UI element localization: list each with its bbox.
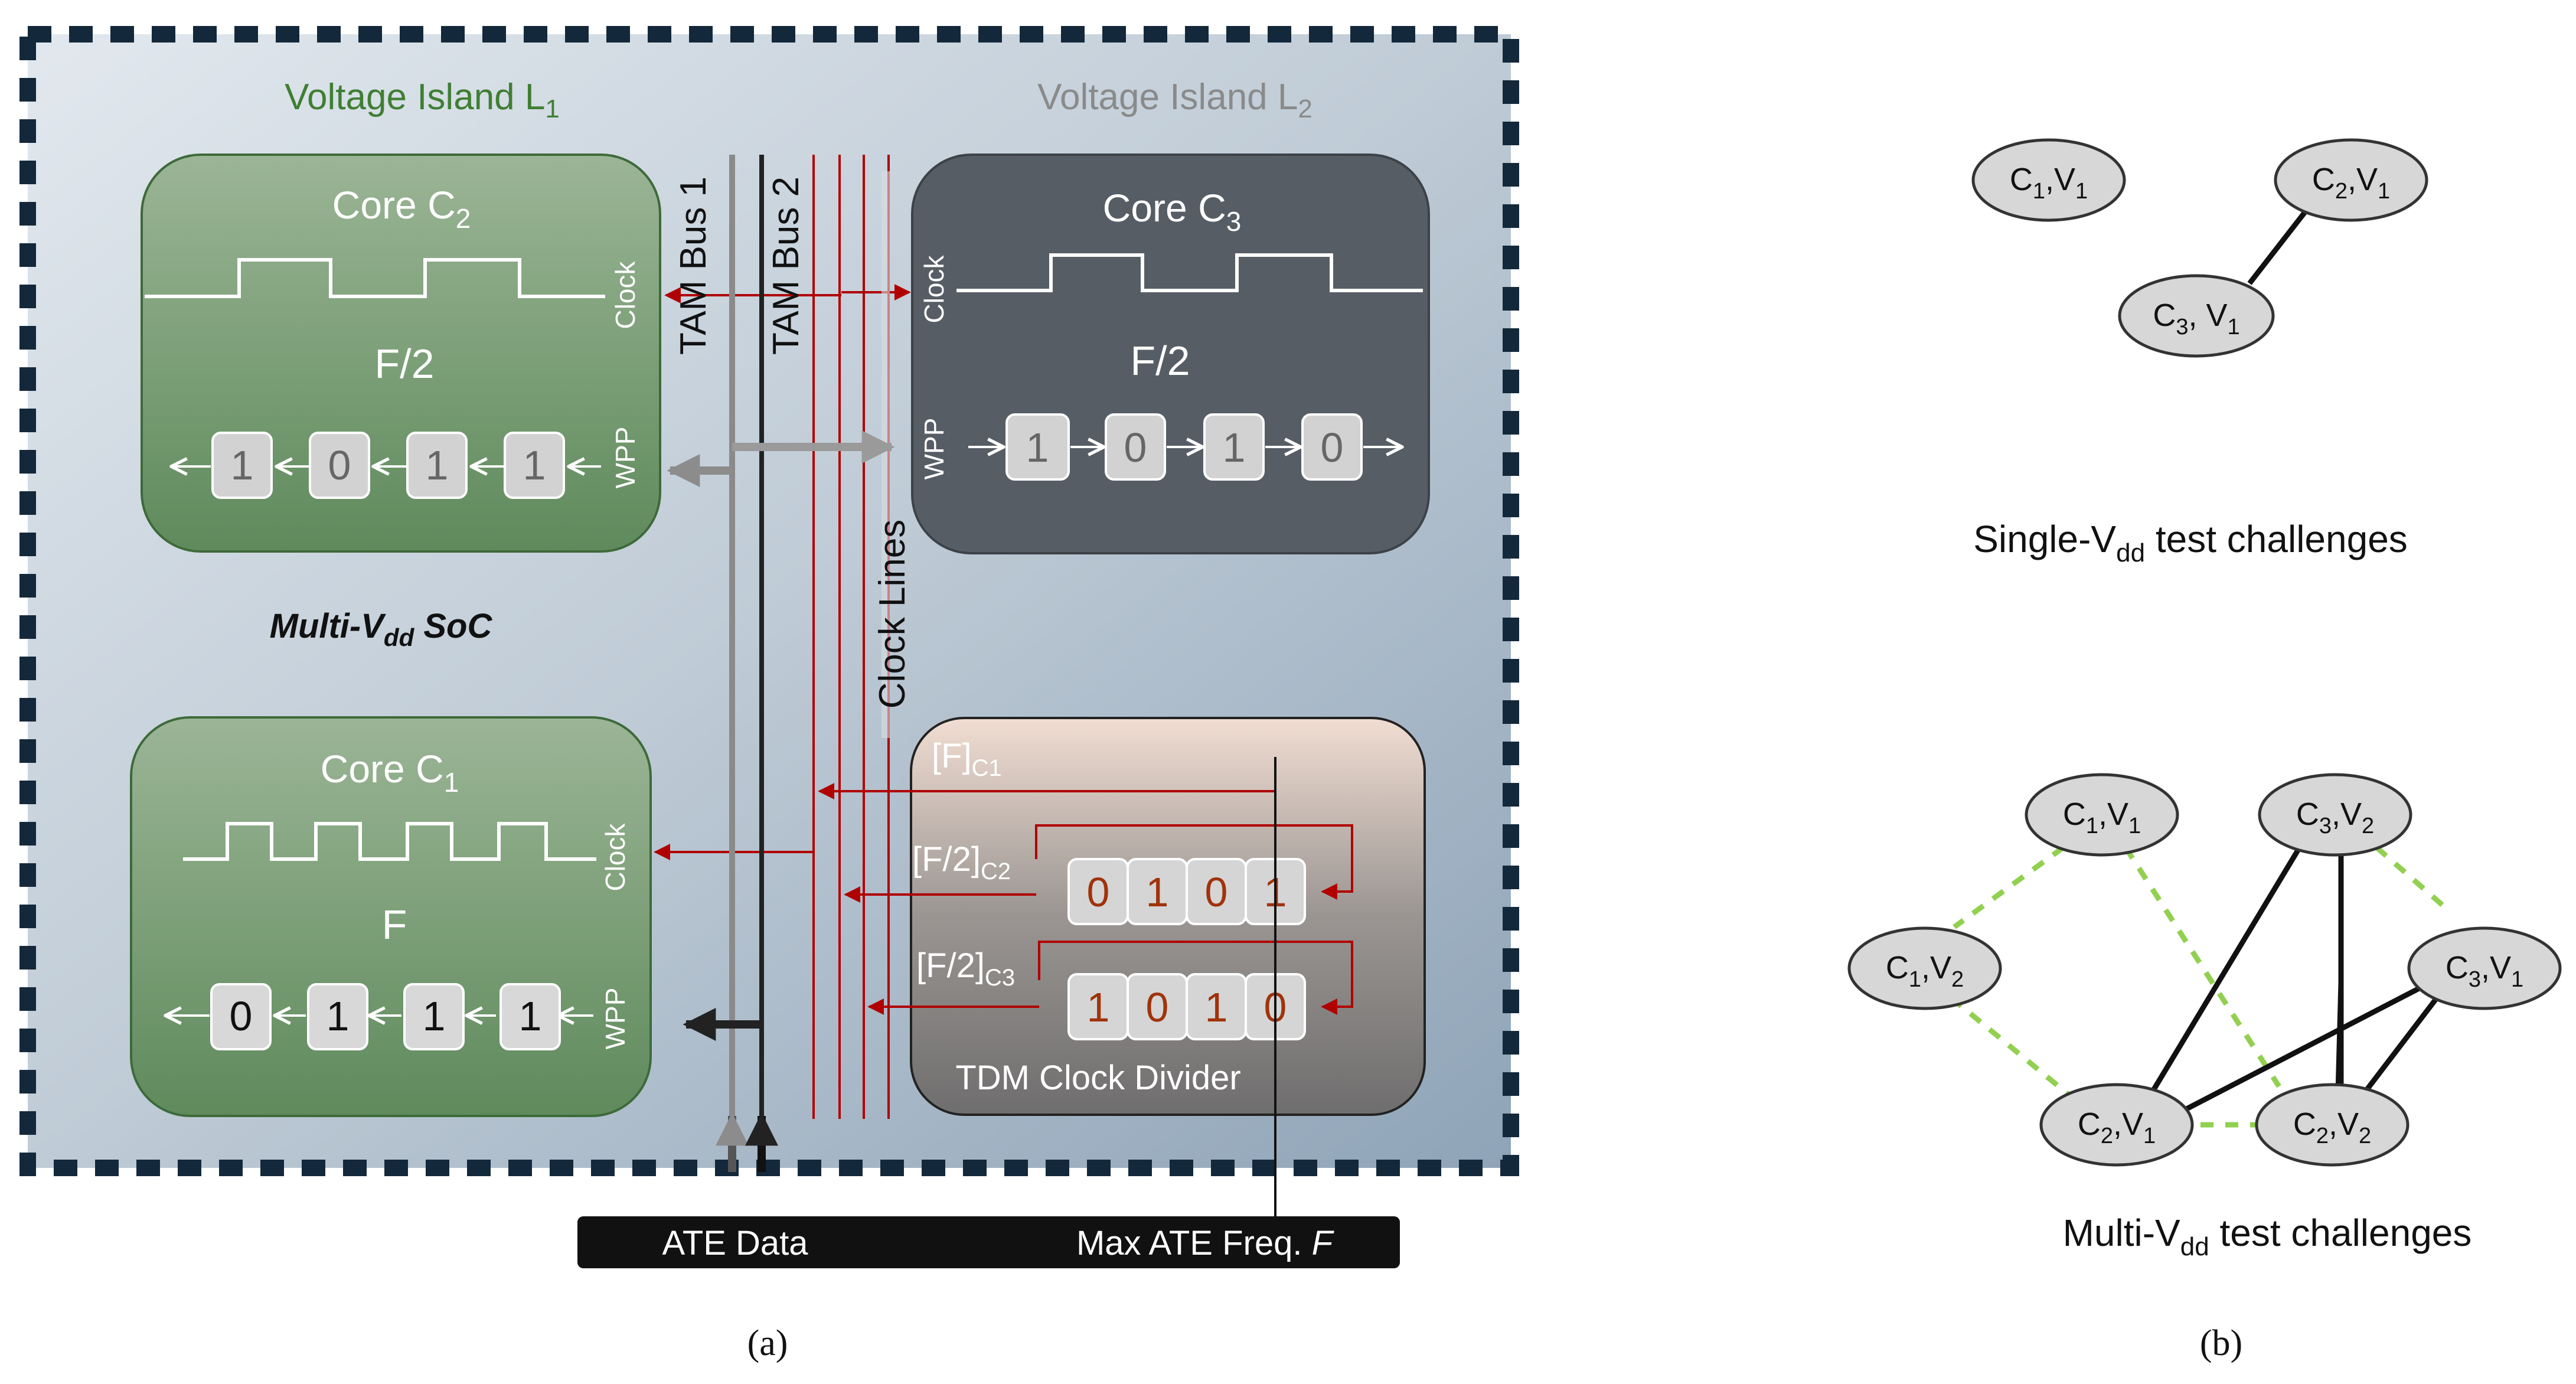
panel-b-caption: (b) [2200,1323,2242,1363]
core-c1-bit-cell: 1 [403,983,465,1050]
core-c3-bit-cell: 0 [1105,413,1166,481]
svg-text:C3,V1: C3,V1 [2446,950,2523,992]
single-node-c1v1: C1,V1 [1971,138,2126,222]
single-node-c2v1: C2,V1 [2274,138,2428,222]
core-c2-wpp-label: WPP [610,427,641,489]
svg-text:C3,V2: C3,V2 [2296,797,2374,838]
svg-text:1: 1 [423,993,446,1039]
core-c2-bit-cell: 1 [406,432,468,499]
single-node-c3v1: C3, V1 [2118,274,2275,358]
soc-label: Multi-Vdd SoC [270,607,493,651]
svg-text:0: 0 [1205,869,1228,915]
tdm-reg2-bit-cell: 1 [1186,973,1247,1040]
core-c2-bit-cell: 1 [211,432,273,499]
svg-text:C1,V1: C1,V1 [2010,162,2088,204]
svg-text:1: 1 [523,442,546,488]
svg-text:0: 0 [1087,869,1110,915]
core-c2-clock-wave [145,258,605,298]
svg-text:C2,V1: C2,V1 [2078,1106,2156,1148]
panel-a-caption: (a) [747,1323,788,1363]
single-edge [2247,202,2314,285]
svg-text:1: 1 [231,442,254,488]
core-c1-bit-cell: 0 [210,983,272,1050]
ate-data-label: ATE Data [662,1224,808,1262]
svg-text:1: 1 [426,442,449,488]
svg-text:1: 1 [1223,425,1246,471]
svg-text:0: 0 [1321,425,1344,471]
clock-lines-label: Clock Lines [872,520,913,709]
island-l1-label: Voltage Island L1 [285,77,560,123]
core-c3-title: Core C3 [1103,186,1242,237]
core-c2: Core C2 F/2 Clock WPP 1 0 1 [141,154,661,553]
core-c1-bit-cell: 1 [499,983,561,1050]
svg-text:C1,V1: C1,V1 [2063,797,2141,838]
multi-node-c1v1: C1,V1 [2025,773,2179,857]
core-c1-wpp-label: WPP [600,988,631,1050]
tam-bus-1-label: TAM Bus 1 [673,177,714,355]
core-c3-bit-cell: 0 [1301,413,1363,481]
core-c2-clock-label: Clock [610,260,641,329]
tam-bus-2-label: TAM Bus 2 [766,177,807,355]
core-c3-bit-cell: 1 [1203,413,1265,481]
tdm-reg1-bit-cell: 1 [1127,858,1188,925]
single-vdd-graph: C1,V1 C2,V1 C3, V1 Single-Vdd test chall… [1971,138,2428,567]
ate-bar: ATE Data Max ATE Freq. F [577,1216,1400,1268]
svg-text:C3, V1: C3, V1 [2153,298,2239,340]
core-c1: Core C1 F Clock WPP 0 1 1 [130,716,652,1117]
core-c3-freq: F/2 [1130,338,1190,384]
single-vdd-title: Single-Vdd test challenges [1973,518,2408,567]
multi-dashed-edges [1950,845,2449,1128]
tdm-f-c2-label: [F/2]C2 [912,840,1011,884]
core-c1-freq: F [382,902,407,948]
tdm-f-c1-label: [F]C1 [932,737,1002,781]
core-c1-title: Core C1 [321,747,459,798]
svg-text:0: 0 [1124,425,1147,471]
svg-text:1: 1 [1146,869,1169,915]
svg-text:1: 1 [1087,984,1110,1030]
svg-text:0: 0 [328,442,351,488]
tdm-f-c3-label: [F/2]C3 [916,946,1015,991]
core-c1-bit-cell: 1 [307,983,368,1050]
svg-text:C2,V2: C2,V2 [2293,1106,2371,1148]
panel-a: Voltage Island L1 Voltage Island L2 Mult… [19,26,1519,1363]
tam-buses [667,155,895,1172]
core-c3-clock-label: Clock [919,254,949,323]
multi-node-c1v2: C1,V2 [1847,926,2002,1010]
tdm-reg1-bit-cell: 0 [1067,858,1129,925]
tdm-reg1-bit-cell: 0 [1186,858,1247,925]
svg-text:1: 1 [327,993,350,1039]
tdm-title: TDM Clock Divider [955,1059,1240,1097]
svg-text:C2,V1: C2,V1 [2312,162,2390,204]
core-c2-bit-cell: 0 [309,432,370,499]
multi-node-c2v1: C2,V1 [2039,1083,2194,1167]
svg-text:C1,V2: C1,V2 [1886,950,1964,992]
tdm-reg2-bit-cell: 0 [1127,973,1188,1040]
multi-vdd-graph: C1,V1 C3,V2 C1,V2 C3,V1 C2,V1 C2,V2 [1847,773,2562,1261]
tdm-reg2-bit-cell: 1 [1067,973,1129,1040]
core-c2-freq: F/2 [374,341,434,387]
island-l2-label: Voltage Island L2 [1037,77,1313,123]
svg-text:0: 0 [1146,984,1169,1030]
svg-text:0: 0 [230,993,253,1039]
core-c1-clock-wave [183,822,596,861]
multi-node-c2v2: C2,V2 [2255,1083,2410,1167]
svg-text:1: 1 [519,993,542,1039]
core-c3-clock-wave [956,253,1423,292]
core-c3: Core C3 F/2 Clock WPP 1 0 1 [911,154,1430,554]
multi-vdd-title: Multi-Vdd test challenges [2063,1212,2472,1261]
core-c2-title: Core C2 [332,183,471,234]
core-c3-bit-cell: 1 [1005,413,1070,481]
core-c3-wpp-label: WPP [919,418,949,480]
core-c1-clock-label: Clock [600,822,631,891]
tdm-clock-divider: TDM Clock Divider [F]C1 [F/2]C2 [F/2]C3 … [910,717,1426,1116]
core-c2-bit-cell: 1 [504,432,565,499]
svg-text:1: 1 [1205,984,1228,1030]
svg-text:1: 1 [1026,425,1049,471]
panel-b: C1,V1 C2,V1 C3, V1 Single-Vdd test chall… [1847,138,2562,1363]
multi-node-c3v1: C3,V1 [2407,926,2562,1010]
ate-freq-label: Max ATE Freq. F [1076,1224,1335,1262]
multi-solid-edges [2150,846,2444,1115]
multi-node-c3v2: C3,V2 [2258,773,2412,857]
